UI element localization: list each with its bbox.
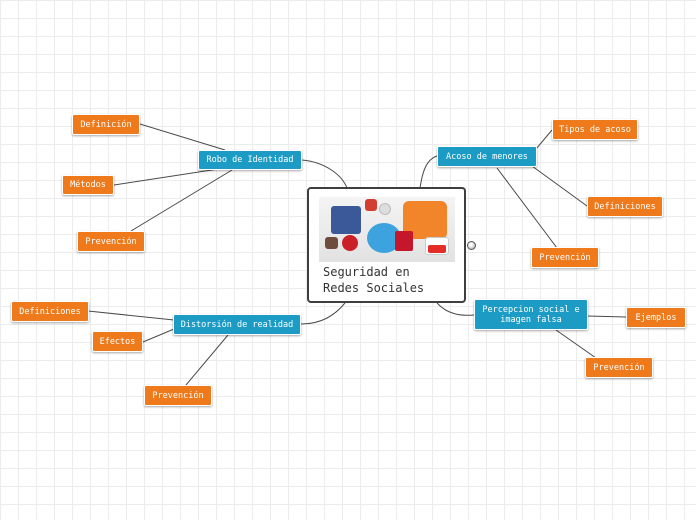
- main-topic-robo-identidad[interactable]: Robo de Identidad: [198, 150, 302, 170]
- connector-robo-metodos: [113, 167, 226, 186]
- globe-icon[interactable]: [467, 241, 476, 250]
- facebook-icon: [331, 206, 361, 234]
- central-title: Seguridad en Redes Sociales: [323, 265, 425, 295]
- person-figure: [379, 203, 391, 215]
- connector-distorsion-definiciones: [87, 310, 175, 321]
- connector-robo-definicion: [139, 123, 226, 151]
- connector-percepcion-prevencion: [555, 329, 597, 359]
- connector-distorsion-prevencion: [185, 334, 229, 386]
- social-media-image: [319, 197, 455, 262]
- subtopic-definicion[interactable]: Definición: [72, 114, 140, 135]
- subtopic-metodos[interactable]: Métodos: [62, 175, 114, 195]
- subtopic-tipos-acoso[interactable]: Tipos de acoso: [552, 119, 638, 140]
- subtopic-prevencion-acoso[interactable]: Prevención: [531, 247, 599, 268]
- main-topic-percepcion-social[interactable]: Percepcion social e imagen falsa: [474, 299, 588, 330]
- connector-robo-prevencion: [130, 169, 233, 232]
- google-plus-icon: [365, 199, 377, 211]
- subtopic-prevencion-robo[interactable]: Prevención: [77, 231, 145, 252]
- subtopic-ejemplos[interactable]: Ejemplos: [626, 307, 686, 328]
- subtopic-prevencion-percepcion[interactable]: Prevención: [585, 357, 653, 378]
- connector-robo: [301, 159, 348, 189]
- connector-acoso-definiciones: [531, 165, 588, 207]
- connector-distorsion: [300, 302, 346, 325]
- connector-acoso-tipos: [535, 129, 553, 150]
- main-topic-distorsion-realidad[interactable]: Distorsión de realidad: [173, 314, 301, 335]
- youtube-icon: [425, 237, 449, 255]
- subtopic-definiciones-acoso[interactable]: Definiciones: [587, 196, 663, 217]
- subtopic-prevencion-distorsion[interactable]: Prevención: [144, 385, 212, 406]
- pinterest-icon: [342, 235, 358, 251]
- central-topic[interactable]: Seguridad en Redes Sociales: [307, 187, 466, 303]
- connector-percepcion: [436, 302, 475, 316]
- connector-acoso: [419, 155, 438, 189]
- square-icon: [395, 231, 413, 251]
- connector-distorsion-efectos: [142, 328, 175, 343]
- subtopic-definiciones-distorsion[interactable]: Definiciones: [11, 301, 89, 322]
- subtopic-efectos[interactable]: Efectos: [92, 331, 143, 352]
- main-topic-acoso-menores[interactable]: Acoso de menores: [437, 146, 537, 167]
- instagram-icon: [325, 237, 338, 249]
- connector-percepcion-ejemplos: [586, 315, 627, 318]
- connector-acoso-prevencion: [496, 167, 558, 249]
